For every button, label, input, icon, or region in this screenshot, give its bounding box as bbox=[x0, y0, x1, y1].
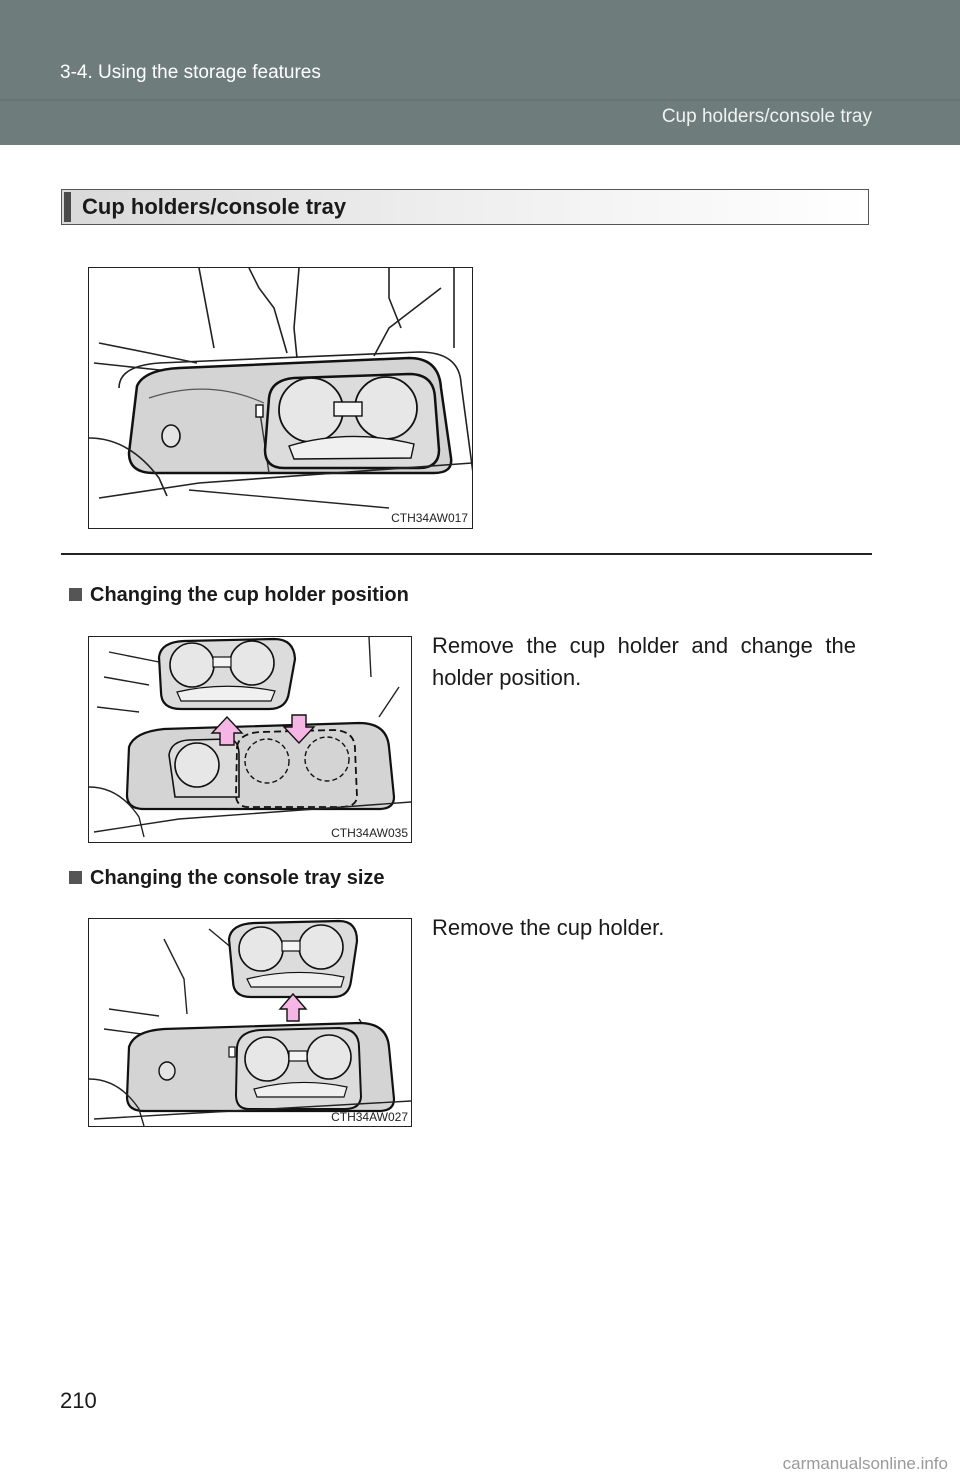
bullet-square-icon bbox=[69, 871, 82, 884]
subheading-text: Changing the console tray size bbox=[90, 867, 385, 889]
bullet-square-icon bbox=[69, 588, 82, 601]
section-title-box: Cup holders/console tray bbox=[61, 189, 869, 225]
console-tray-illustration bbox=[89, 268, 472, 509]
section-title-bar bbox=[64, 192, 71, 222]
section-title: Cup holders/console tray bbox=[82, 194, 347, 219]
figure-code: CTH34AW035 bbox=[331, 826, 408, 840]
page-header: 3-4. Using the storage features Cup hold… bbox=[0, 0, 960, 145]
header-subsection-label: Cup holders/console tray bbox=[661, 106, 872, 127]
instruction-text-size: Remove the cup holder. bbox=[432, 915, 665, 940]
subheading-text: Changing the cup holder position bbox=[90, 584, 409, 606]
console-tray-size-illustration bbox=[89, 919, 411, 1126]
figure-change-position: CTH34AW035 bbox=[88, 636, 412, 843]
figure-change-size: CTH34AW027 bbox=[88, 918, 412, 1127]
figure-code: CTH34AW027 bbox=[331, 1110, 408, 1124]
subheading-console-tray-size: Changing the console tray size bbox=[69, 867, 385, 890]
figure-console-overview: CTH34AW017 bbox=[88, 267, 473, 529]
instruction-text-position: Remove the cup holder and change the hol… bbox=[432, 633, 856, 690]
cup-holder-position-illustration bbox=[89, 637, 411, 838]
figure-code: CTH34AW017 bbox=[391, 511, 468, 525]
watermark-link[interactable]: carmanualsonline.info bbox=[782, 1454, 948, 1473]
page-number: 210 bbox=[60, 1388, 97, 1413]
header-section-label: 3-4. Using the storage features bbox=[60, 62, 321, 83]
subheading-cup-holder-position: Changing the cup holder position bbox=[69, 584, 409, 607]
section-divider bbox=[61, 553, 872, 555]
header-rule-decoration bbox=[0, 99, 960, 101]
